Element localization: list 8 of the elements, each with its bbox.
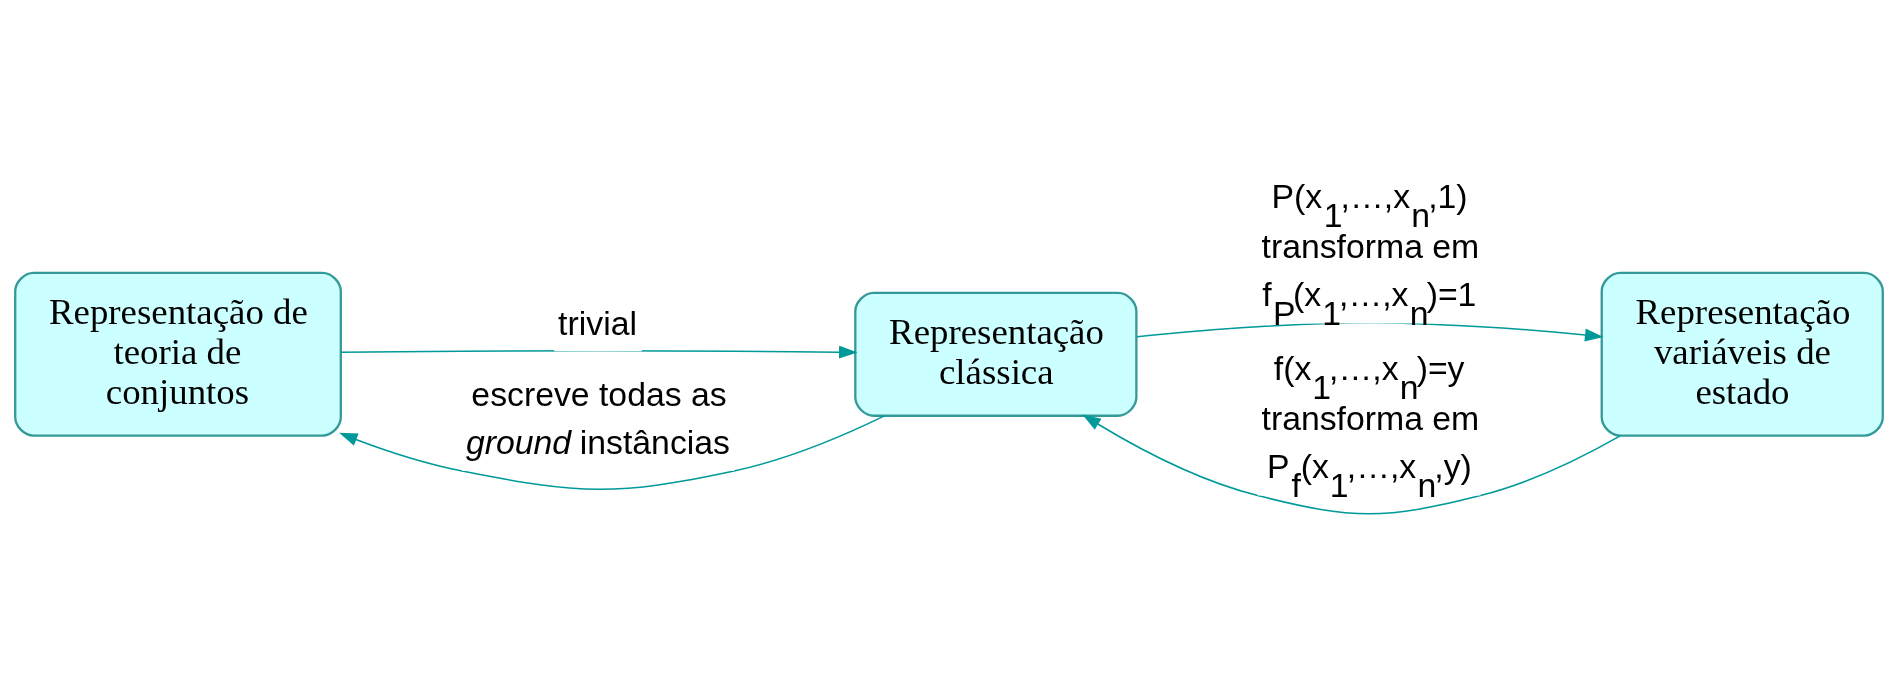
edge-label: escreve todas as ground instâncias bbox=[465, 374, 730, 461]
node-box: Representação variáveis de estado bbox=[1600, 271, 1884, 437]
arrow bbox=[340, 345, 858, 359]
arrow bbox=[1082, 414, 1621, 515]
node-box: Representação de teoria de conjuntos bbox=[14, 271, 342, 437]
node-box: Representação clássica bbox=[854, 291, 1138, 417]
arrow bbox=[339, 414, 886, 490]
edge-label: trivial bbox=[558, 303, 637, 342]
